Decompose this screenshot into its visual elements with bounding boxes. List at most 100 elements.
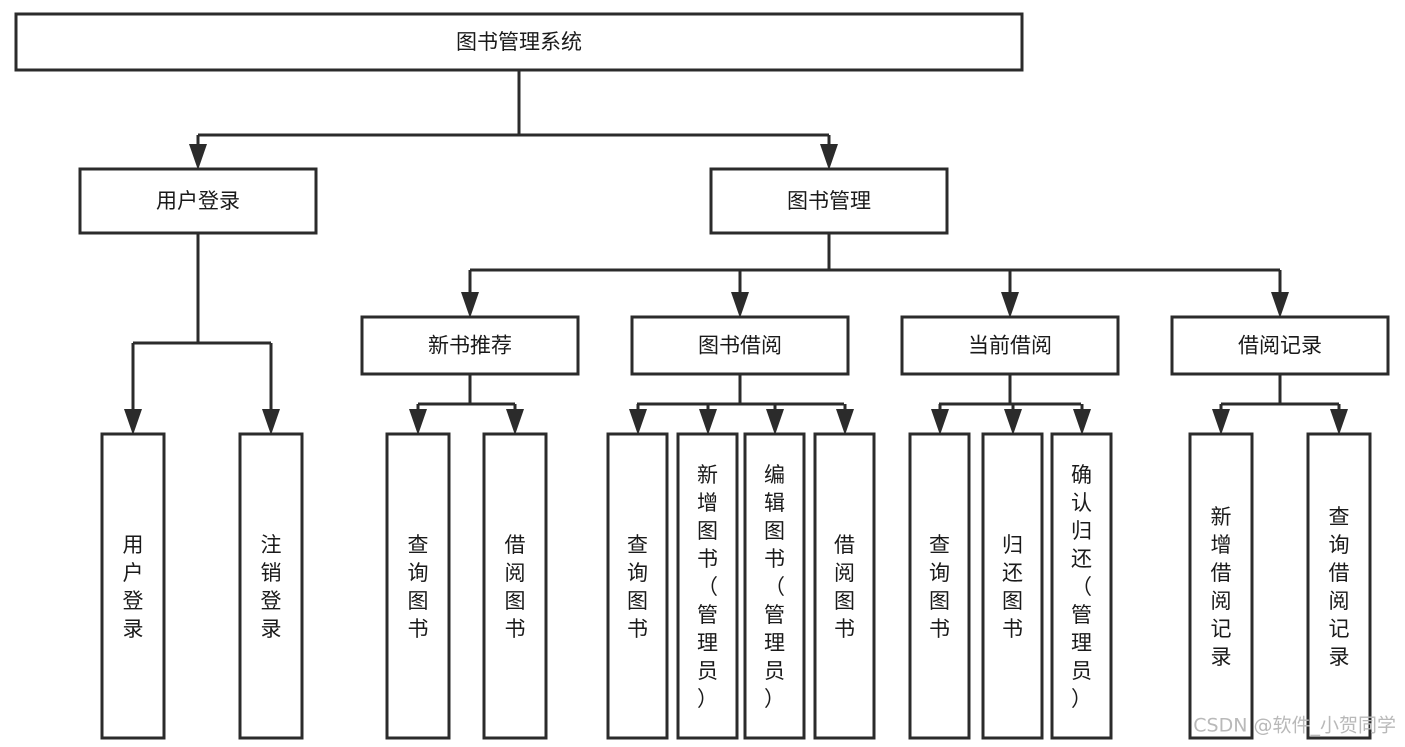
connector-bus-root xyxy=(198,70,829,137)
edge-book-manage-to-current-loan xyxy=(1001,270,1019,318)
edge-user-login-to-leaf-user-logout xyxy=(262,343,280,435)
node-box-book-borrow[interactable] xyxy=(630,315,850,376)
edge-arrowhead xyxy=(1001,292,1019,318)
edge-arrowhead xyxy=(1271,292,1289,318)
edge-book-manage-to-loan-record xyxy=(1271,270,1289,318)
node-box-leaf-add-book-admin[interactable] xyxy=(676,432,739,740)
edge-arrowhead xyxy=(506,409,524,435)
edge-book-borrow-to-leaf-borrow-query-book xyxy=(629,404,647,435)
node-root[interactable]: 图书管理系统 xyxy=(14,12,1024,72)
node-box-leaf-query-loan-record[interactable] xyxy=(1306,432,1372,740)
node-label-leaf-add-loan-record: 新增借阅记录 xyxy=(1211,505,1232,669)
edge-arrowhead xyxy=(1004,409,1022,435)
node-leaf-rec-query-book[interactable]: 查询图书 xyxy=(385,432,451,740)
edge-layer xyxy=(124,70,1348,435)
node-label-new-book-rec: 新书推荐 xyxy=(428,334,512,358)
edge-arrowhead xyxy=(629,409,647,435)
edge-arrowhead xyxy=(461,292,479,318)
edge-loan-record-to-leaf-query-loan-record xyxy=(1330,404,1348,435)
node-label-loan-record: 借阅记录 xyxy=(1238,334,1322,358)
node-label-leaf-user-logout: 注销登录 xyxy=(261,533,282,641)
edge-current-loan-to-leaf-loan-query-book xyxy=(931,404,949,435)
node-user-login[interactable]: 用户登录 xyxy=(78,167,318,235)
node-label-leaf-query-loan-record: 查询借阅记录 xyxy=(1329,505,1350,669)
node-leaf-loan-query-book[interactable]: 查询图书 xyxy=(908,432,971,740)
node-leaf-user-login[interactable]: 用户登录 xyxy=(100,432,166,740)
node-box-leaf-edit-book-admin[interactable] xyxy=(743,432,806,740)
node-box-leaf-return-book[interactable] xyxy=(981,432,1044,740)
edge-arrowhead xyxy=(820,144,838,170)
node-box-leaf-rec-query-book[interactable] xyxy=(385,432,451,740)
node-leaf-rec-borrow-book[interactable]: 借阅图书 xyxy=(482,432,548,740)
edge-arrowhead xyxy=(766,409,784,435)
node-box-root[interactable] xyxy=(14,12,1024,72)
edge-arrowhead xyxy=(1212,409,1230,435)
node-leaf-borrow-book[interactable]: 借阅图书 xyxy=(813,432,876,740)
node-label-leaf-user-login: 用户登录 xyxy=(123,533,144,641)
edge-arrowhead xyxy=(1073,409,1091,435)
node-box-current-loan[interactable] xyxy=(900,315,1120,376)
connector-bus-loan-record xyxy=(1221,374,1339,406)
node-label-book-borrow: 图书借阅 xyxy=(698,334,782,358)
node-box-leaf-loan-query-book[interactable] xyxy=(908,432,971,740)
node-leaf-borrow-query-book[interactable]: 查询图书 xyxy=(606,432,669,740)
node-label-root: 图书管理系统 xyxy=(456,30,582,54)
edge-arrowhead xyxy=(189,144,207,170)
node-label-leaf-confirm-return: 确认归还（管理员） xyxy=(1071,463,1092,711)
edge-current-loan-to-leaf-return-book xyxy=(1004,404,1022,435)
node-leaf-return-book[interactable]: 归还图书 xyxy=(981,432,1044,740)
node-label-leaf-loan-query-book: 查询图书 xyxy=(929,533,950,641)
node-leaf-add-book-admin[interactable]: 新增图书（管理员） xyxy=(676,432,739,740)
watermark-label: CSDN @软件_小贺同学 xyxy=(1193,715,1396,737)
node-book-borrow[interactable]: 图书借阅 xyxy=(630,315,850,376)
connector-bus-book-borrow xyxy=(637,374,844,406)
node-box-leaf-borrow-book[interactable] xyxy=(813,432,876,740)
node-label-leaf-borrow-book: 借阅图书 xyxy=(834,533,855,641)
node-leaf-confirm-return[interactable]: 确认归还（管理员） xyxy=(1050,432,1113,740)
node-new-book-rec[interactable]: 新书推荐 xyxy=(360,315,580,376)
edge-book-manage-to-book-borrow xyxy=(731,270,749,318)
connector-bus-new-book-rec xyxy=(418,374,515,406)
edge-arrowhead xyxy=(1330,409,1348,435)
node-box-leaf-rec-borrow-book[interactable] xyxy=(482,432,548,740)
node-box-leaf-borrow-query-book[interactable] xyxy=(606,432,669,740)
node-leaf-query-loan-record[interactable]: 查询借阅记录 xyxy=(1306,432,1372,740)
edge-current-loan-to-leaf-confirm-return xyxy=(1073,404,1091,435)
node-box-leaf-user-login[interactable] xyxy=(100,432,166,740)
node-box-book-manage[interactable] xyxy=(709,167,949,235)
node-leaf-user-logout[interactable]: 注销登录 xyxy=(238,432,304,740)
node-label-leaf-add-book-admin: 新增图书（管理员） xyxy=(697,463,718,711)
edge-root-to-book-manage xyxy=(820,135,838,170)
edge-user-login-to-leaf-user-login xyxy=(124,343,142,435)
edge-arrowhead xyxy=(409,409,427,435)
edge-arrowhead xyxy=(931,409,949,435)
node-label-user-login: 用户登录 xyxy=(156,189,240,213)
node-label-leaf-borrow-query-book: 查询图书 xyxy=(627,533,648,641)
node-box-loan-record[interactable] xyxy=(1170,315,1390,376)
edge-loan-record-to-leaf-add-loan-record xyxy=(1212,404,1230,435)
node-box-new-book-rec[interactable] xyxy=(360,315,580,376)
connector-bus-user-login xyxy=(133,233,271,345)
edge-arrowhead xyxy=(124,409,142,435)
edge-book-borrow-to-leaf-add-book-admin xyxy=(699,404,717,435)
edge-arrowhead xyxy=(699,409,717,435)
node-leaf-edit-book-admin[interactable]: 编辑图书（管理员） xyxy=(743,432,806,740)
node-leaf-add-loan-record[interactable]: 新增借阅记录 xyxy=(1188,432,1254,740)
node-box-leaf-confirm-return[interactable] xyxy=(1050,432,1113,740)
node-box-leaf-user-logout[interactable] xyxy=(238,432,304,740)
edge-root-to-user-login xyxy=(189,135,207,170)
edge-book-manage-to-new-book-rec xyxy=(461,270,479,318)
node-layer: 图书管理系统用户登录图书管理新书推荐图书借阅当前借阅借阅记录用户登录注销登录查询… xyxy=(14,12,1390,740)
edge-new-book-rec-to-leaf-rec-query-book xyxy=(409,404,427,435)
node-box-leaf-add-loan-record[interactable] xyxy=(1188,432,1254,740)
node-book-manage[interactable]: 图书管理 xyxy=(709,167,949,235)
connector-bus-book-manage xyxy=(470,233,1280,272)
node-label-leaf-rec-borrow-book: 借阅图书 xyxy=(505,533,526,641)
node-current-loan[interactable]: 当前借阅 xyxy=(900,315,1120,376)
edge-book-borrow-to-leaf-borrow-book xyxy=(836,404,854,435)
edge-book-borrow-to-leaf-edit-book-admin xyxy=(766,404,784,435)
node-box-user-login[interactable] xyxy=(78,167,318,235)
node-loan-record[interactable]: 借阅记录 xyxy=(1170,315,1390,376)
node-label-current-loan: 当前借阅 xyxy=(968,334,1052,358)
